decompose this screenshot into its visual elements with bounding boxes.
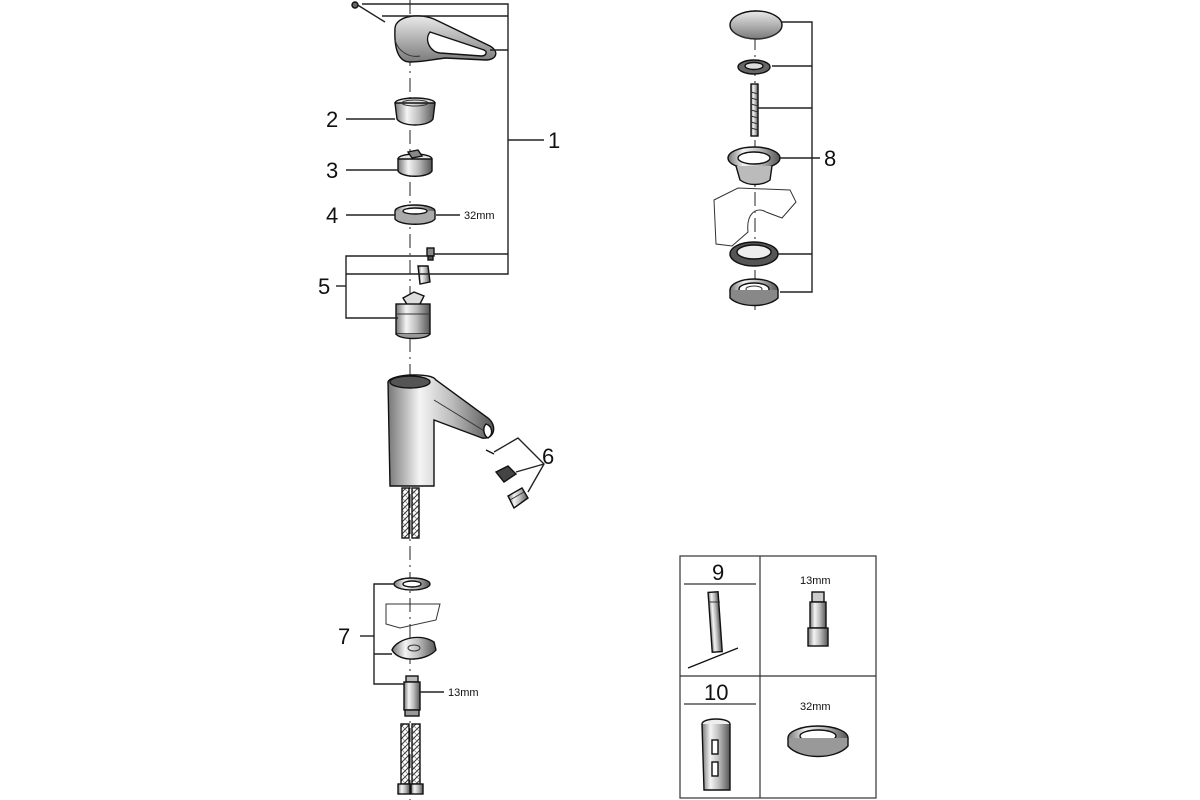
ring-32mm-size-label: 32mm	[800, 701, 831, 713]
part-8-plug-seal	[737, 59, 771, 75]
part-7-fixing-nut	[403, 675, 421, 717]
part-6-aerator-washer	[485, 449, 495, 455]
callout-2-label: 2	[326, 107, 338, 132]
callout-7-label: 7	[338, 624, 350, 649]
part-6-aerator-insert	[494, 465, 518, 483]
part-7-counter-top	[385, 603, 441, 629]
supply-hose-lower	[397, 723, 424, 795]
part-8-waste-flange	[727, 146, 781, 186]
part-5-cartridge	[395, 291, 431, 340]
tools-table	[679, 555, 877, 799]
tool-10-nut-wrench	[701, 718, 731, 791]
part-8-basin-section	[713, 187, 797, 247]
ring-32mm-icon	[787, 725, 849, 758]
callout-6-label: 6	[542, 444, 554, 469]
part-8-rubber-washer	[729, 241, 779, 267]
part-8-waste-nut	[729, 278, 779, 307]
part-4-ring-nut	[394, 204, 436, 225]
part-7-horseshoe-plate	[391, 636, 437, 660]
callout-5-bracket	[336, 255, 428, 319]
part-8-plug-head	[729, 10, 783, 40]
handle-screw	[351, 1, 386, 23]
callout-1-label: 1	[548, 128, 560, 153]
part-7-washer	[393, 577, 431, 591]
callout-8-bracket	[758, 21, 820, 293]
callout-3-label: 3	[326, 158, 338, 183]
tool-9-t-key	[687, 590, 739, 669]
part-5-pin	[426, 247, 435, 261]
lever-handle	[394, 15, 497, 63]
fixing-nut-size-label: 13mm	[448, 687, 479, 699]
supply-hose-upper	[401, 487, 420, 539]
callout-1-bracket	[362, 3, 544, 275]
socket-13mm-icon	[807, 591, 829, 647]
part-2-cap	[394, 97, 436, 126]
ring-nut-size-label: 32mm	[464, 210, 495, 222]
callout-6-bracket	[493, 437, 545, 493]
callout-5-label: 5	[318, 274, 330, 299]
part-6-aerator-housing	[507, 487, 529, 510]
part-3-adapter	[397, 149, 433, 177]
callout-8-label: 8	[824, 146, 836, 171]
socket-13mm-size-label: 13mm	[800, 575, 831, 587]
tool-9-number: 9	[712, 560, 724, 585]
part-5-stop-piece	[417, 265, 431, 285]
callout-7-bracket	[360, 583, 444, 693]
tool-10-number: 10	[704, 680, 728, 705]
callout-4-label: 4	[326, 203, 338, 228]
faucet-body	[387, 374, 495, 487]
part-8-plug-rod	[750, 83, 759, 137]
